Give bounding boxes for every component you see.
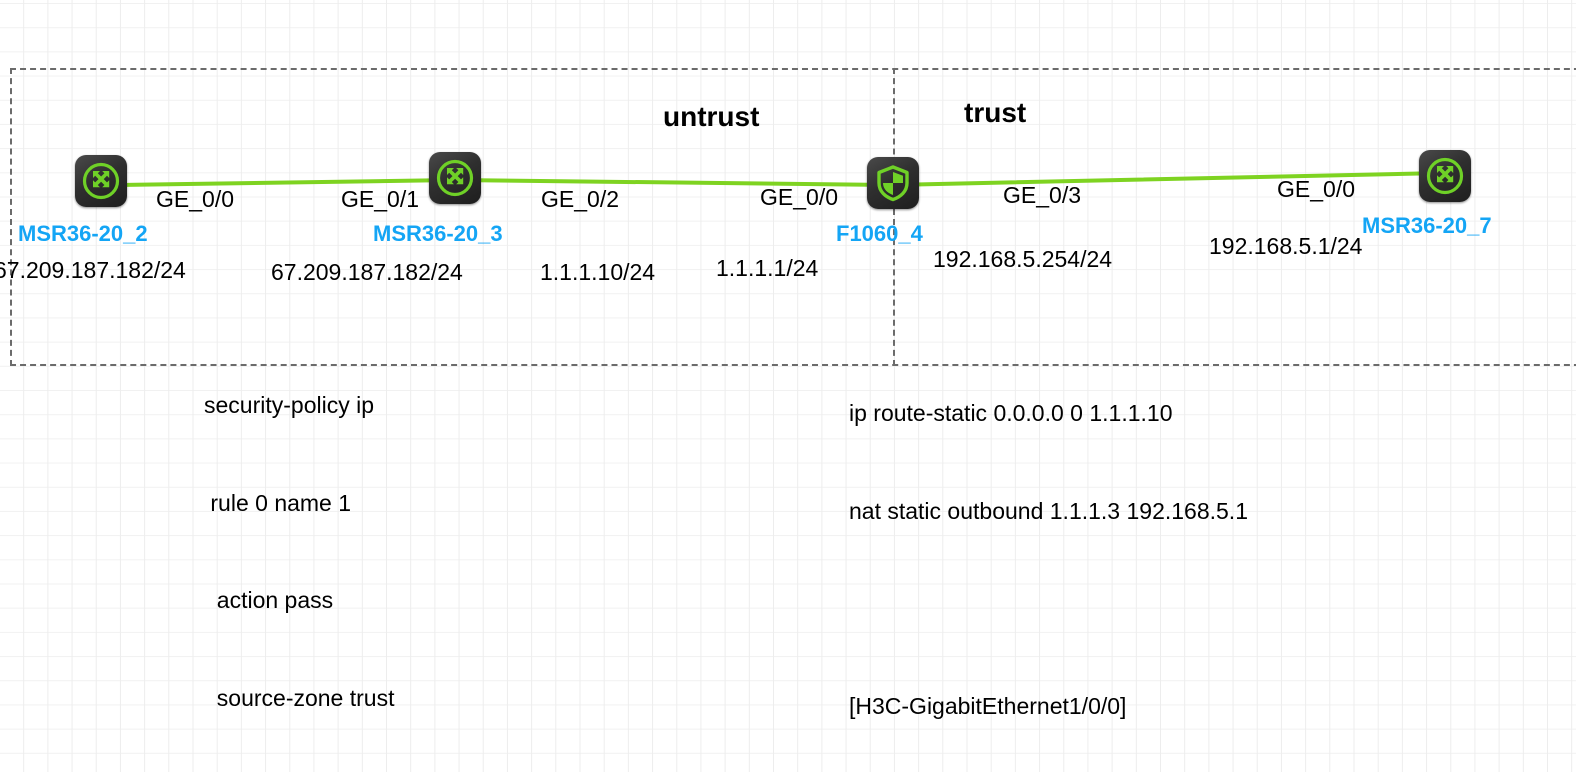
ip-label-msr3-ge01: 67.209.187.182/24 xyxy=(271,259,463,285)
config-line: rule 0 name 1 xyxy=(204,489,352,516)
config-line: action pass xyxy=(204,587,334,613)
ip-label-fw-ge03: 192.168.5.254/24 xyxy=(933,246,1113,272)
device-msr36-20-3[interactable] xyxy=(429,152,481,204)
firewall-shield-icon xyxy=(867,157,919,209)
ip-label-fw-ge00: 1.1.1.1/24 xyxy=(716,255,819,281)
router-icon xyxy=(75,155,127,207)
ip-label-msr2-ge00: 67.209.187.182/24 xyxy=(0,257,186,283)
router-icon xyxy=(1419,150,1471,202)
ip-label-msr7-ge00: 192.168.5.1/24 xyxy=(1209,233,1363,259)
router-icon xyxy=(429,152,481,204)
ip-label-msr3-ge02: 1.1.1.10/24 xyxy=(540,259,656,285)
route-nat-config-block: ip route-static 0.0.0.0 0 1.1.1.10 nat s… xyxy=(849,332,1248,772)
zone-label-trust: trust xyxy=(964,97,1027,128)
config-line: source-zone trust xyxy=(204,684,395,711)
config-line: ip route-static 0.0.0.0 0 1.1.1.10 xyxy=(849,400,1173,426)
device-msr36-20-7[interactable] xyxy=(1419,150,1471,202)
security-policy-config-block: security-policy ip rule 0 name 1 action … xyxy=(204,324,724,772)
config-line: [H3C-GigabitEthernet1/0/0] xyxy=(849,692,1127,719)
device-msr36-20-2[interactable] xyxy=(75,155,127,207)
port-label-ge-0-0-msr2: GE_0/0 xyxy=(156,186,234,212)
zone-label-untrust: untrust xyxy=(663,101,760,132)
device-label-msr36-20-7: MSR36-20_7 xyxy=(1362,213,1492,238)
port-label-ge-0-0-msr7: GE_0/0 xyxy=(1277,176,1355,202)
zone-boundary-box xyxy=(10,68,1576,366)
device-label-msr36-20-2: MSR36-20_2 xyxy=(18,221,148,246)
config-line-blank xyxy=(849,592,1248,625)
zone-divider-line xyxy=(893,68,895,366)
device-label-f1060-4: F1060_4 xyxy=(836,221,923,246)
config-line: nat static outbound 1.1.1.3 192.168.5.1 xyxy=(849,497,1248,524)
port-label-ge-0-0-fw: GE_0/0 xyxy=(760,184,838,210)
port-label-ge-0-3-fw: GE_0/3 xyxy=(1003,182,1081,208)
port-label-ge-0-2-msr3: GE_0/2 xyxy=(541,186,619,212)
config-line: security-policy ip xyxy=(204,392,374,418)
device-label-msr36-20-3: MSR36-20_3 xyxy=(373,221,503,246)
device-f1060-4[interactable] xyxy=(867,157,919,209)
port-label-ge-0-1-msr3: GE_0/1 xyxy=(341,186,419,212)
